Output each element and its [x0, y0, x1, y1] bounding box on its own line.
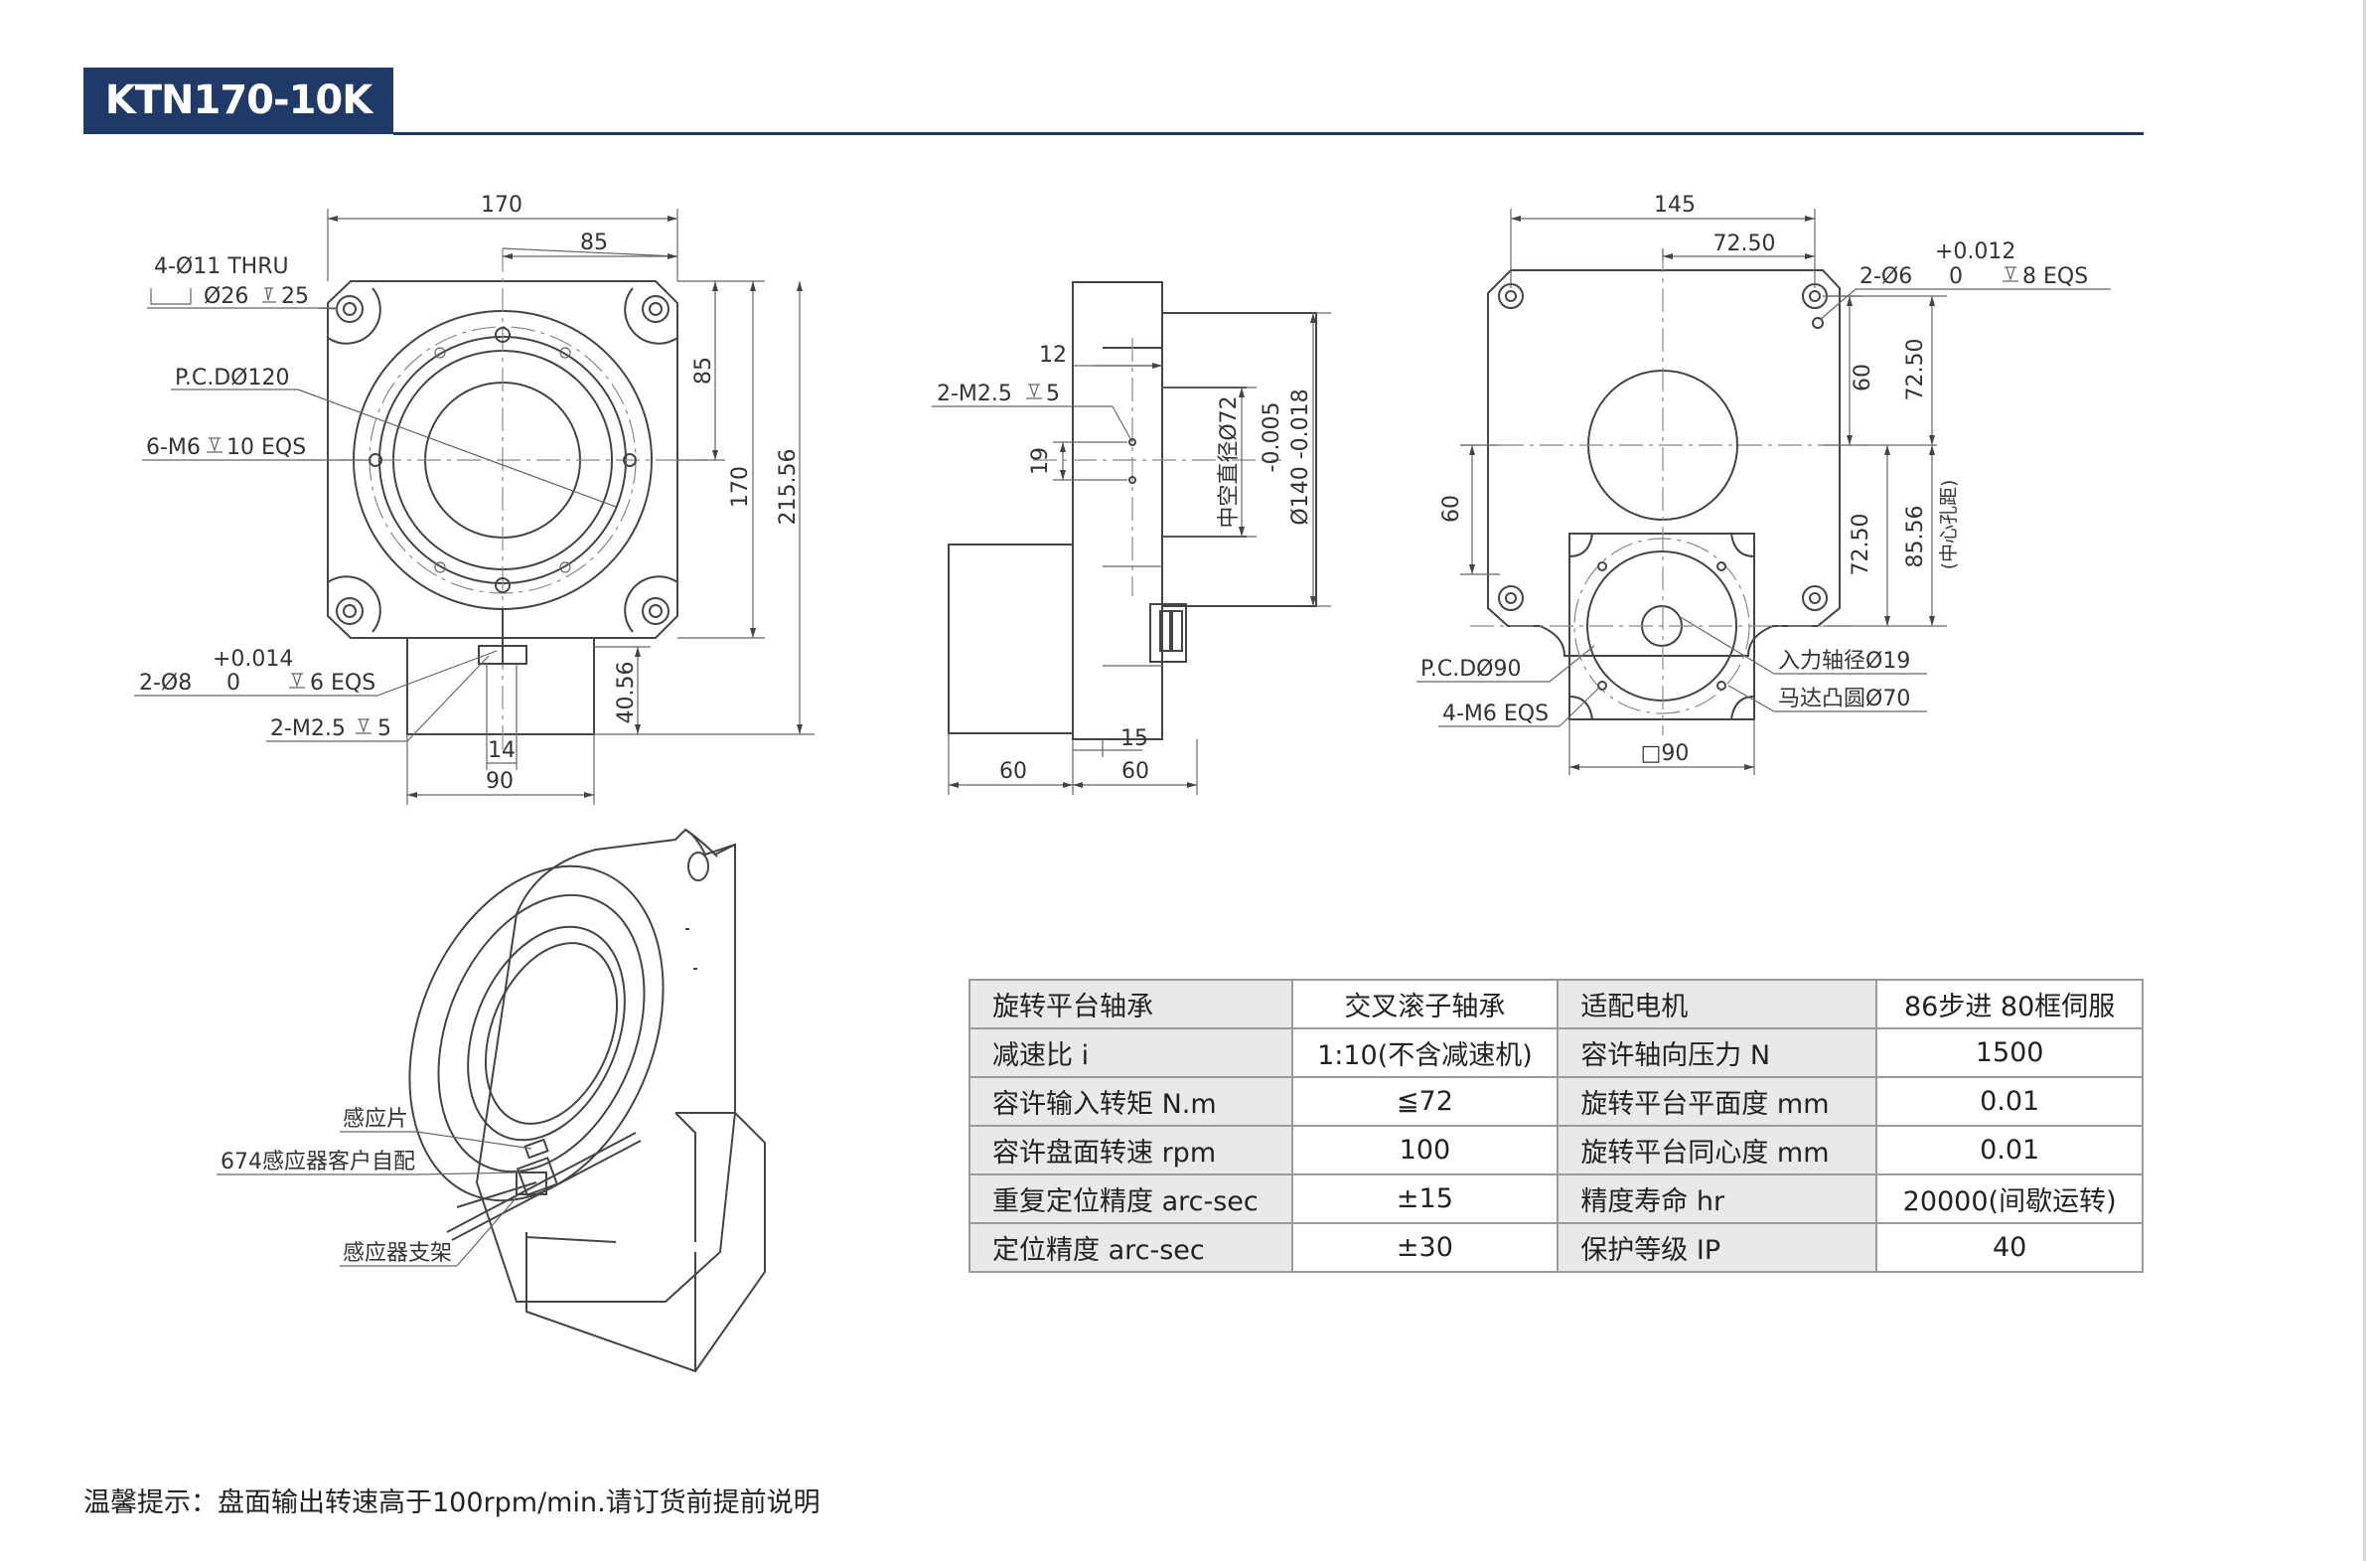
dim-width-85: 85 [580, 231, 608, 255]
table-row: 减速比 i 1:10(不含减速机) 容许轴向压力 N 1500 [968, 1027, 2144, 1078]
dim-height-72a: 72.50 [1903, 339, 1928, 401]
dim-height-60b: 60 [1439, 495, 1464, 523]
rear-view: 145 72.50 +0.012 2-Ø6 0 8 EQS 60 72.50 7… [1416, 193, 2111, 775]
table-row: 定位精度 arc-sec ±30 保护等级 IP 40 [968, 1222, 2144, 1273]
callout-pcd: P.C.DØ120 [175, 366, 289, 390]
callout-pin-tol-lower: 0 [226, 671, 240, 696]
dim-height-85: 85.56 [1903, 506, 1928, 568]
spec-value: 20000(间歇运转) [1875, 1173, 2144, 1224]
callout-tapped-depth: 10 EQS [226, 435, 306, 460]
side-callout-m25: 2-M2.5 [937, 382, 1012, 406]
dim-width-170: 170 [481, 193, 522, 218]
dim-width-145: 145 [1654, 193, 1696, 218]
dim-height-40: 40.56 [614, 662, 639, 724]
spec-value: 100 [1290, 1125, 1560, 1175]
page-border [2363, 0, 2366, 1561]
front-view: 170 85 85 170 215.56 40.56 90 14 4-Ø11 T… [134, 193, 815, 805]
side-callout-m25-depth: 5 [1046, 382, 1060, 406]
callout-pin-holes: 2-Ø8 [139, 671, 192, 696]
callout-m25: 2-M2.5 [270, 716, 346, 741]
spec-key: 旋转平台轴承 [968, 979, 1293, 1029]
callout-counterbore: Ø26 [204, 284, 248, 309]
spec-key: 容许盘面转速 rpm [968, 1125, 1293, 1175]
spec-value: 交叉滚子轴承 [1290, 979, 1560, 1029]
table-row: 容许输入转矩 N.m ≦72 旋转平台平面度 mm 0.01 [968, 1076, 2144, 1127]
side-view: 12 2-M2.5 5 19 中空直径Ø72 -0.005 Ø140 -0.01… [932, 281, 1331, 795]
callout-input-shaft: 入力轴径Ø19 [1778, 649, 1910, 674]
dim-height-85: 85 [691, 357, 716, 385]
spec-value: ±30 [1290, 1222, 1560, 1273]
rear-callout-pin-depth: 8 EQS [2022, 264, 2088, 289]
footer-note: 温馨提示：盘面输出转速高于100rpm/min.请订货前提前说明 [83, 1487, 820, 1518]
spec-key: 旋转平台同心度 mm [1557, 1125, 1878, 1175]
table-row: 旋转平台轴承 交叉滚子轴承 适配电机 86步进 80框伺服 [968, 979, 2144, 1029]
callout-m25-depth: 5 [377, 716, 391, 741]
spec-value: ≦72 [1290, 1076, 1560, 1127]
callout-pin-depth: 6 EQS [310, 671, 375, 696]
spec-value: 1500 [1875, 1027, 2144, 1078]
callout-counterbore-depth: 25 [281, 284, 309, 309]
callout-thru-holes: 4-Ø11 THRU [154, 254, 289, 279]
rear-callout-tapped: 4-M6 EQS [1442, 702, 1549, 726]
dim-height-215: 215.56 [776, 449, 801, 526]
dim-width-72: 72.50 [1713, 232, 1776, 256]
spec-table: 旋转平台轴承 交叉滚子轴承 适配电机 86步进 80框伺服 减速比 i 1:10… [968, 979, 2144, 1273]
label-sensor-bracket: 感应器支架 [343, 1241, 452, 1266]
table-row: 重复定位精度 arc-sec ±15 精度寿命 hr 20000(间歇运转) [968, 1173, 2144, 1224]
spec-key: 容许轴向压力 N [1557, 1027, 1878, 1078]
callout-motor-boss: 马达凸圆Ø70 [1778, 687, 1910, 711]
callout-outer-diameter: Ø140 -0.018 [1288, 389, 1313, 525]
spec-key: 适配电机 [1557, 979, 1878, 1029]
spec-key: 旋转平台平面度 mm [1557, 1076, 1878, 1127]
label-sensor-plate: 感应片 [343, 1107, 408, 1132]
spec-key: 精度寿命 hr [1557, 1173, 1878, 1224]
dim-width-60b: 60 [1121, 759, 1149, 784]
dim-width-90: 90 [486, 769, 514, 794]
rear-callout-tol-lower: 0 [1949, 264, 1963, 289]
callout-center-distance: (中心孔距) [1938, 480, 1960, 570]
table-row: 容许盘面转速 rpm 100 旋转平台同心度 mm 0.01 [968, 1125, 2144, 1175]
callout-hollow-diameter: 中空直径Ø72 [1217, 395, 1242, 528]
label-sensor: 674感应器客户自配 [221, 1150, 415, 1174]
dim-height-72b: 72.50 [1849, 514, 1873, 576]
spec-key: 重复定位精度 arc-sec [968, 1173, 1293, 1224]
dim-19: 19 [1028, 447, 1053, 475]
rear-callout-tol-upper: +0.012 [1935, 239, 2015, 264]
spec-key: 减速比 i [968, 1027, 1293, 1078]
iso-view: 感应片 674感应器客户自配 感应器支架 [217, 828, 766, 1373]
spec-key: 保护等级 IP [1557, 1222, 1878, 1273]
spec-value: 40 [1875, 1222, 2144, 1273]
spec-value: ±15 [1290, 1173, 1560, 1224]
model-title: KTN170-10K [83, 68, 393, 134]
dim-height-170: 170 [728, 466, 753, 508]
callout-tapped: 6-M6 [146, 435, 201, 460]
callout-pin-tol-upper: +0.014 [213, 647, 293, 672]
dim-depth-12: 12 [1039, 343, 1067, 368]
dim-width-60a: 60 [999, 759, 1027, 784]
spec-key: 定位精度 arc-sec [968, 1222, 1293, 1273]
spec-value: 0.01 [1875, 1125, 2144, 1175]
dim-width-14: 14 [488, 738, 516, 763]
dim-depth-15: 15 [1120, 726, 1148, 751]
rear-callout-pcd: P.C.DØ90 [1420, 657, 1521, 682]
dim-height-60a: 60 [1851, 364, 1875, 391]
dim-square-90: □90 [1641, 741, 1690, 766]
rear-callout-pin-holes: 2-Ø6 [1859, 264, 1912, 289]
spec-key: 容许输入转矩 N.m [968, 1076, 1293, 1127]
title-rule [393, 132, 2144, 135]
spec-value: 1:10(不含减速机) [1290, 1027, 1560, 1078]
spec-value: 86步进 80框伺服 [1875, 979, 2144, 1029]
spec-value: 0.01 [1875, 1076, 2144, 1127]
callout-outer-tol-upper: -0.005 [1260, 402, 1284, 473]
